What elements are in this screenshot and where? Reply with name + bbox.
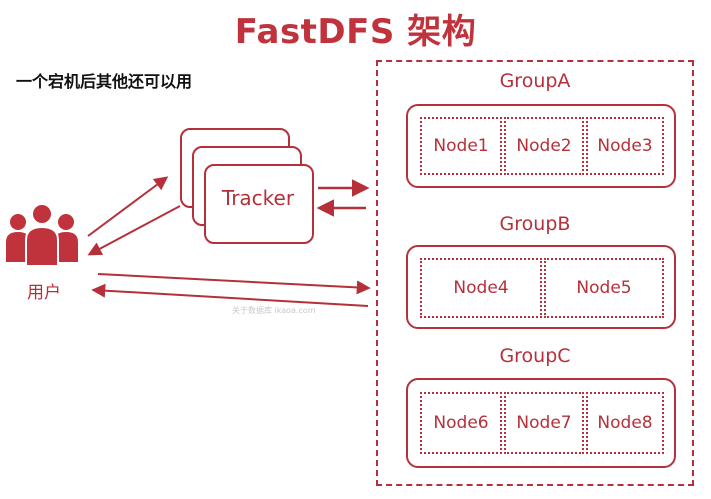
users-icon [6,203,78,267]
group-label-a: GroupA [499,70,571,92]
node-5: Node5 [544,258,664,318]
arrow-user-to-storage [97,273,371,295]
node-1: Node1 [420,117,502,175]
node-6: Node6 [420,392,502,454]
arrow-tracker-to-user [87,205,181,256]
failover-note: 一个宕机后其他还可以用 [16,72,193,91]
arrow-storage-to-user [91,283,369,307]
group-label-b: GroupB [499,213,571,235]
watermark: 关于数据库 ikaoa.com [232,306,316,315]
tracker-card-front [204,164,314,244]
node-4: Node4 [420,258,542,318]
storage-cluster [376,60,694,486]
arrow-user-to-tracker [87,176,169,237]
node-3: Node3 [586,117,664,175]
node-2: Node2 [504,117,584,175]
tracker-label: Tracker [221,186,295,210]
group-label-c: GroupC [499,345,571,367]
node-7: Node7 [504,392,584,454]
diagram-title: FastDFS 架构 [234,12,477,52]
node-8: Node8 [586,392,664,454]
user-label: 用户 [27,283,61,303]
